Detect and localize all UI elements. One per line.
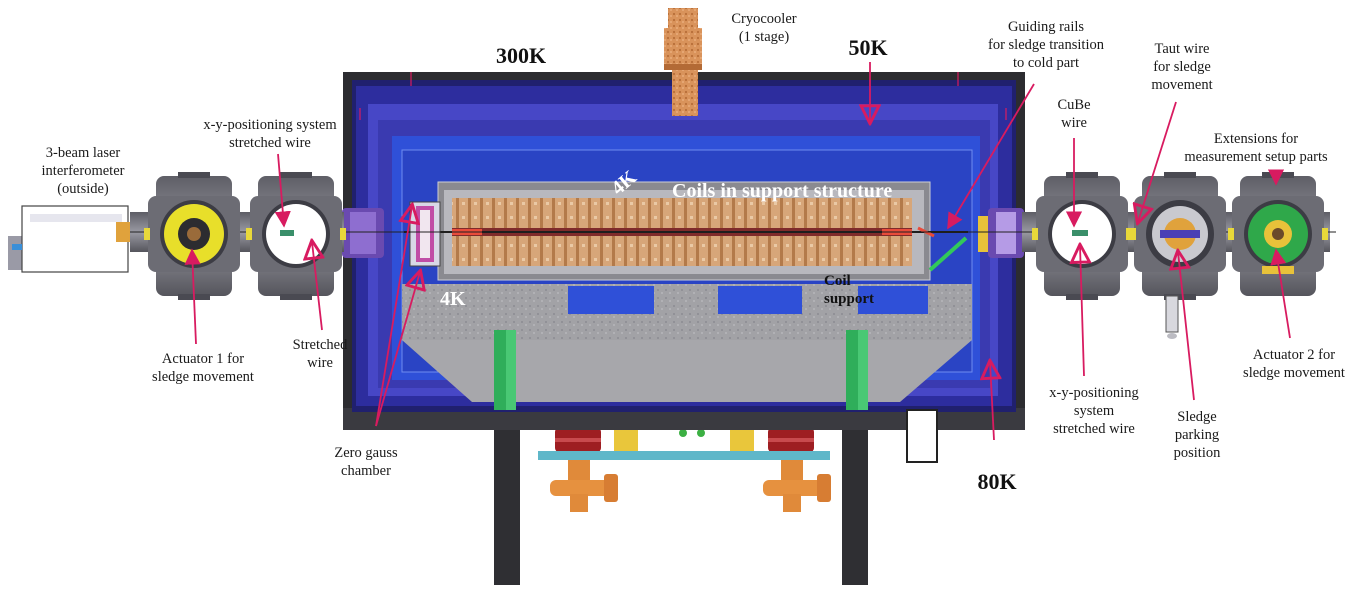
label-zero-gauss: Zero gauss chamber [334,445,398,479]
support-leg-right [842,425,868,585]
label-50k: 50K [848,35,888,60]
yellow-block-right [730,430,754,451]
cross-sledge-parking [1130,172,1226,339]
support-pocket-3 [858,286,928,314]
arrow-actuator-1 [184,248,201,345]
cryocooler [664,8,702,116]
green-support-posts [494,330,868,410]
support-pocket-1 [568,286,654,314]
label-4k-bottom: 4K [440,288,466,310]
label-xy-positioning-right: x-y-positioning system stretched wire [1049,385,1139,437]
label-cryocooler: Cryocooler (1 stage) [731,11,797,45]
cross-xy-right [1032,172,1132,300]
label-coils-support-structure: Coils in support structure [672,180,893,202]
support-leg-left [494,425,520,585]
yellow-block-left [614,430,638,451]
arrow-guiding-rails [947,83,1035,230]
label-300k: 300K [495,43,547,68]
cross-actuator-1 [144,172,240,300]
label-80k: 80K [977,469,1017,494]
guiding-rail [928,236,968,272]
label-actuator-1: Actuator 1 for sledge movement [152,351,254,385]
right-port-box [906,409,938,463]
cross-actuator-2 [1228,172,1328,296]
label-laser-interferometer: 3-beam laser interferometer (outside) [41,145,125,197]
label-coil-support: Coil support [824,273,875,307]
arrow-zero-gauss [375,272,420,427]
support-pocket-2 [718,286,802,314]
arrow-actuator-2 [1270,248,1291,339]
label-sledge-parking: Sledge parking position [1173,409,1221,461]
label-taut-wire: Taut wire for sledge movement [1151,41,1213,93]
label-extensions: Extensions for measurement setup parts [1184,131,1328,165]
cross-xy-left [246,172,346,300]
arrow-xy-right [1080,246,1084,377]
arrow-stretched-wire [312,242,322,331]
arrow-zero-gauss-2 [375,206,412,427]
arrow-80k [990,362,994,441]
arrow-xy-left [274,153,291,228]
arrow-sledge-parking [1178,252,1195,401]
label-guiding-rails: Guiding rails for sledge transition to c… [988,19,1104,71]
vessel-bottom-flange [343,408,1025,430]
label-cube-wire: CuBe wire [1057,97,1091,131]
arrow-taut-wire [1138,101,1177,222]
label-stretched-wire: Stretched wire [292,337,348,371]
lower-support-trapezoid [402,340,972,402]
label-xy-positioning-left: x-y-positioning system stretched wire [203,117,337,151]
base-plate [538,451,830,460]
label-actuator-2: Actuator 2 for sledge movement [1243,347,1345,381]
laser-interferometer [8,205,130,273]
annotation-arrows [184,62,1291,441]
